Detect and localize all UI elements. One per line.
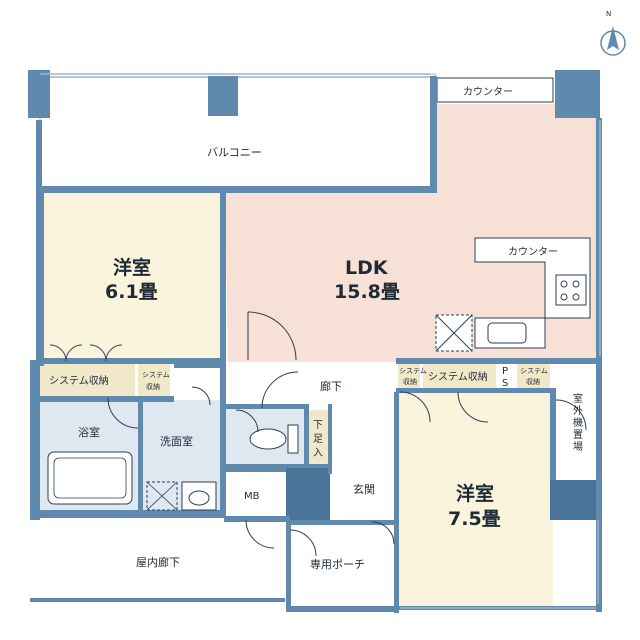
- mb-floor: [226, 472, 286, 517]
- ps-label-p: P: [502, 366, 508, 377]
- washer-space-icon: [146, 481, 178, 511]
- western1-floor: [40, 192, 223, 360]
- western2-name: 洋室: [456, 482, 494, 505]
- kitchen-counter-label: カウンター: [508, 246, 558, 258]
- burner-icon: [572, 293, 580, 301]
- compass-letter: N: [606, 10, 611, 18]
- washroom-label: 洗面室: [160, 434, 193, 448]
- toilet-bowl-icon: [249, 428, 287, 450]
- bath-label: 浴室: [78, 425, 100, 439]
- door-icon: [555, 399, 587, 431]
- porch-label: 専用ポーチ: [310, 558, 365, 571]
- sink-icon: [487, 322, 527, 344]
- door-icon: [107, 397, 139, 429]
- door-icon: [261, 371, 299, 409]
- door-icon: [457, 391, 489, 423]
- ldk-size: 15.8畳: [334, 281, 400, 303]
- outdoor-unit-label-3: 機: [573, 416, 583, 429]
- indoor-corridor-label: 屋内廊下: [136, 555, 180, 569]
- system-storage-mid-small-label-2: 収納: [403, 377, 417, 386]
- mb-label: MB: [244, 491, 260, 502]
- door-icon: [289, 529, 317, 557]
- system-storage-right-small-floor: [517, 362, 550, 390]
- outdoor-unit-label-1: 室: [573, 392, 583, 405]
- outdoor-unit-label-4: 置: [573, 429, 583, 441]
- western1-size: 6.1畳: [105, 281, 158, 303]
- hallway-floor: [225, 362, 400, 470]
- door-icon: [247, 311, 297, 361]
- system-storage-small-label-1: システム: [142, 371, 170, 379]
- system-storage-left-floor: [40, 362, 135, 398]
- system-storage-mid-label: システム収納: [428, 370, 488, 383]
- system-storage-small-label-2: 収納: [146, 382, 160, 391]
- burner-icon: [572, 280, 580, 288]
- compass: N: [600, 10, 626, 56]
- shoe-storage-label-3: 入: [313, 448, 323, 459]
- compass-needle-icon: [607, 26, 619, 50]
- western2-floor: [398, 392, 553, 610]
- entrance-floor: [330, 470, 395, 520]
- ldk-name: LDK: [345, 257, 389, 279]
- outdoor-unit-label-5: 場: [573, 440, 583, 453]
- shoe-storage-floor: [309, 410, 328, 465]
- shoe-storage-label-1: 下: [313, 420, 323, 431]
- door-icon: [235, 409, 259, 433]
- outdoor-unit-label-2: 外: [573, 405, 583, 417]
- system-storage-mid-small-label-1: システム: [399, 367, 427, 375]
- balcony-label: バルコニー: [207, 146, 262, 159]
- ldk-floor: [225, 104, 600, 362]
- ps-floor: [498, 362, 514, 390]
- door-icon: [191, 386, 211, 406]
- walls: [28, 70, 602, 613]
- system-storage-right-small-label-2: 収納: [526, 377, 540, 386]
- shoe-storage-label-2: 足: [313, 433, 323, 445]
- system-storage-mid-small-floor: [398, 362, 420, 390]
- bathtub-icon: [47, 451, 133, 505]
- system-storage-left-label: システム収納: [49, 374, 109, 387]
- hallway-label: 廊下: [320, 379, 342, 393]
- doors: [49, 311, 587, 557]
- bathtub-inner-icon: [53, 457, 127, 499]
- ps-label-s: S: [502, 378, 508, 389]
- wash-basin-icon: [181, 481, 217, 511]
- burner-icon: [560, 293, 568, 301]
- door-icon: [371, 521, 395, 545]
- cooktop-icon: [555, 274, 587, 306]
- system-storage-right-small-label-1: システム: [520, 367, 548, 375]
- entrance-label: 玄関: [353, 482, 375, 496]
- system-storage-small-floor: [138, 362, 170, 398]
- windows: [40, 73, 601, 609]
- kitchen-fixtures: [435, 237, 591, 352]
- western1-name: 洋室: [113, 256, 151, 279]
- door-icon: [245, 519, 275, 549]
- door-icon: [399, 391, 431, 423]
- toilet-tank-icon: [287, 424, 299, 454]
- outdoor-unit-floor: [556, 362, 600, 482]
- burner-icon: [560, 280, 568, 288]
- system-storage-mid-floor: [423, 362, 496, 390]
- counter-top-floor: [436, 77, 554, 103]
- counter-top-label: カウンター: [463, 86, 513, 98]
- door-icon: [49, 344, 123, 362]
- western2-size: 7.5畳: [448, 508, 501, 530]
